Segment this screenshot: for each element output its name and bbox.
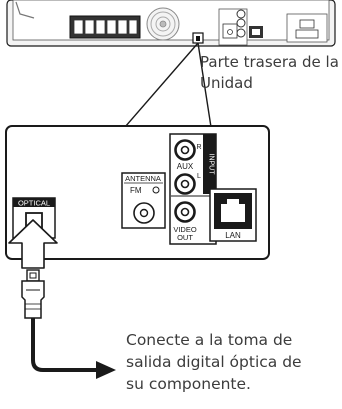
callout-line-right — [197, 42, 212, 128]
enlarged-rear-panel: OPTICAL ANTENNA FM INPUT R AUX L — [5, 125, 270, 260]
optical-label: OPTICAL — [18, 199, 50, 208]
unit-rear-thumbnail — [6, 0, 336, 47]
connect-caption: Conecte a la toma de salida digital ópti… — [126, 329, 336, 395]
rear-panel-caption-line-2: Unidad — [200, 74, 253, 92]
plug-body — [21, 280, 45, 319]
aux-r-label: R — [196, 144, 201, 151]
antenna-fm-jack: ANTENNA FM — [121, 172, 166, 229]
connect-caption-line-3: su componente. — [126, 375, 251, 393]
aux-video-column: INPUT R AUX L VIDEO OUT — [169, 133, 217, 245]
lan-label: LAN — [225, 231, 241, 240]
video-out-label-2: OUT — [177, 233, 193, 242]
cable-arrow-icon — [96, 361, 116, 379]
aux-l-label: L — [197, 173, 201, 180]
connect-caption-line-2: salida digital óptica de — [126, 353, 302, 371]
antenna-label: ANTENNA — [125, 174, 161, 183]
fan-icon — [146, 7, 180, 41]
jack-cluster-thumbnail — [218, 8, 328, 46]
video-out-label-1: VIDEO — [173, 225, 197, 234]
rear-panel-caption: Parte trasera de la Unidad — [200, 52, 342, 94]
optical-cable — [8, 219, 116, 379]
rear-panel-caption-line-1: Parte trasera de la — [200, 53, 339, 71]
aux-label: AUX — [177, 162, 194, 171]
insert-arrow-icon — [8, 219, 58, 269]
callout-line-left — [124, 42, 199, 128]
fm-label: FM — [130, 186, 142, 195]
speaker-terminals — [69, 15, 141, 39]
connect-caption-line-1: Conecte a la toma de — [126, 331, 293, 349]
lan-port: LAN — [209, 188, 257, 242]
input-label: INPUT — [208, 154, 215, 176]
